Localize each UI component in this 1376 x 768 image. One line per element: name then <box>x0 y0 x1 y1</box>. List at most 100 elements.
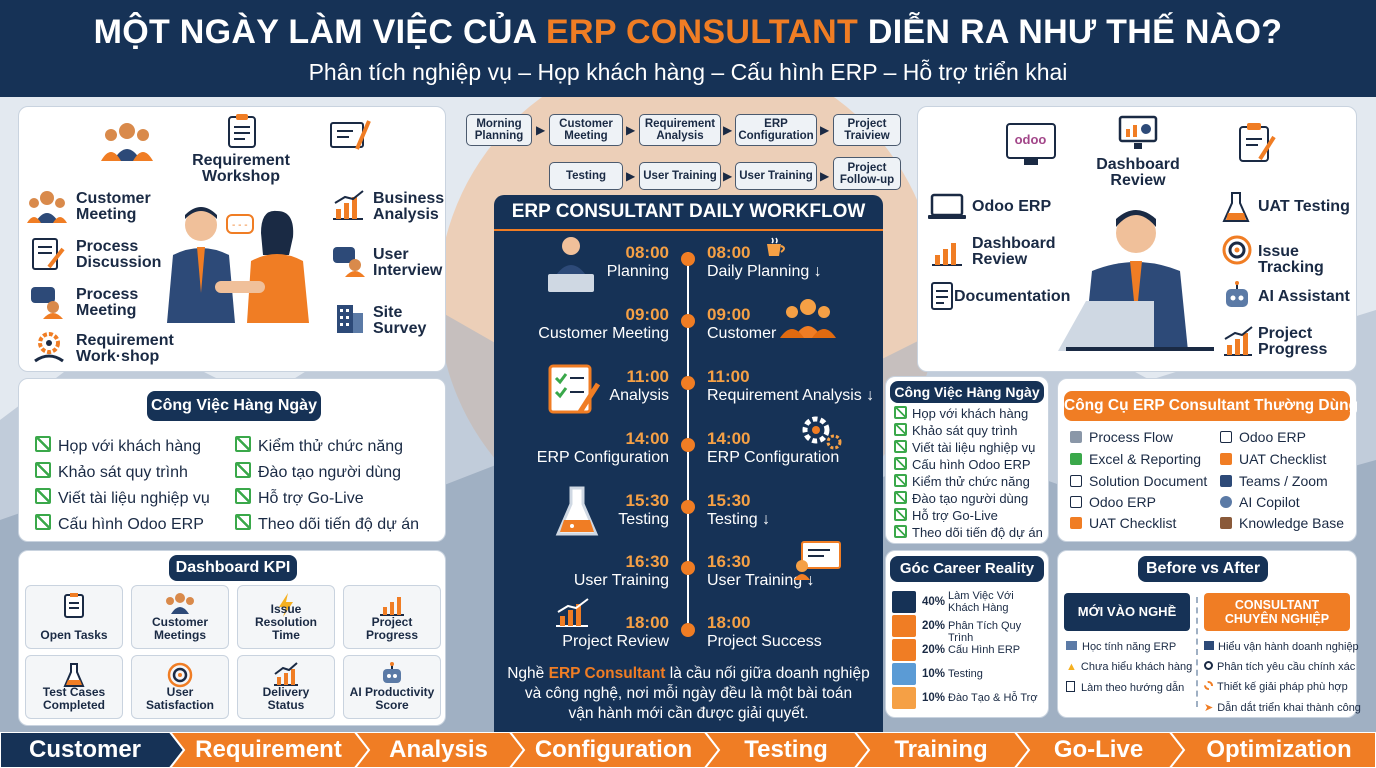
step-requirement[interactable]: Requirement <box>195 736 342 763</box>
meeting-group-icon <box>780 299 836 338</box>
trend-chart-icon <box>274 662 298 686</box>
flow-step: Testing <box>549 162 623 190</box>
kpi-card-test-cases[interactable]: Test Cases Completed <box>25 655 123 719</box>
laptop-icon <box>1070 496 1082 508</box>
kpi-label: Delivery Status <box>262 685 310 712</box>
step-go-live[interactable]: Go-Live <box>1053 736 1144 763</box>
stat-icon <box>892 639 916 661</box>
tool-item: Knowledge Base <box>1220 515 1344 531</box>
consultant-laptop-illustration <box>1058 210 1214 351</box>
dashboard-monitor-icon <box>1118 115 1158 149</box>
label-odoo-erp: Odoo ERP <box>972 198 1052 215</box>
step-arrow <box>353 732 526 768</box>
career-stat-row: 10%Đào Tạo & Hỗ Trợ <box>892 687 1042 709</box>
tool-item: Odoo ERP <box>1070 494 1156 510</box>
tools-panel: Công Cụ ERP Consultant Thường Dùng Proce… <box>1057 378 1358 542</box>
lightning-icon <box>279 593 293 617</box>
svg-text:- - -: - - - <box>232 220 248 231</box>
stat-percent: 20% <box>922 620 946 632</box>
kpi-card-open-tasks[interactable]: Open Tasks <box>25 585 123 649</box>
flow-step: Project Traiview <box>833 114 901 146</box>
stat-label: Làm Việc Với Khách Hàng <box>948 590 1014 614</box>
workflow-footer: Nghề ERP Consultant là cầu nối giữa doan… <box>507 665 870 722</box>
document-edit-icon <box>32 238 65 270</box>
kpi-label: Customer Meetings <box>151 615 208 642</box>
chart-icon <box>1204 641 1214 650</box>
kpi-card-user-satisfaction[interactable]: User Satisfaction <box>131 655 229 719</box>
arrow-right-icon: ▶ <box>626 123 636 137</box>
label-ai-assistant: AI Assistant <box>1258 288 1350 305</box>
kpi-card-ai-productivity[interactable]: AI Productivity Score <box>343 655 441 719</box>
clipboard-icon <box>1066 681 1075 692</box>
step-optimization[interactable]: Optimization <box>1206 736 1352 763</box>
label-user-interview: User Interview <box>373 246 443 279</box>
workflow-title: ERP CONSULTANT DAILY WORKFLOW <box>511 201 866 222</box>
label-project-progress: Project Progress <box>1258 325 1328 358</box>
step-analysis[interactable]: Analysis <box>389 736 488 763</box>
after-item: ➤Dẫn dắt triển khai thành công <box>1204 702 1361 714</box>
kpi-label: Issue Resolution Time <box>255 602 317 642</box>
label-business-analysis: Business Analysis <box>373 190 445 223</box>
excel-icon <box>1070 453 1082 465</box>
task-item: Khảo sát quy trình <box>35 462 188 482</box>
step-training[interactable]: Training <box>894 736 988 763</box>
step-configuration[interactable]: Configuration <box>534 736 693 763</box>
tools-title: Công Cụ ERP Consultant Thường Dùng <box>1064 391 1358 421</box>
step-testing[interactable]: Testing <box>744 736 828 763</box>
label-process-meeting: Process Meeting <box>76 286 139 319</box>
step-arrow <box>703 732 871 768</box>
stat-percent: 10% <box>922 692 946 704</box>
rocket-icon: ➤ <box>1204 702 1214 714</box>
stat-icon <box>892 687 916 709</box>
task-item: Cấu hình Odoo ERP <box>35 514 204 534</box>
kpi-label: Open Tasks <box>40 628 108 642</box>
step-customer[interactable]: Customer <box>28 736 142 763</box>
task-item: Đào tạo người dùng <box>894 491 1028 506</box>
stat-percent: 20% <box>922 644 946 656</box>
flask-icon <box>1220 453 1232 465</box>
tools-illustration-panel: odoo Dashboard Review Odoo ERP Dashboard… <box>917 106 1357 372</box>
tool-item: AI Copilot <box>1220 494 1300 510</box>
kpi-card-customer-meetings[interactable]: Customer Meetings <box>131 585 229 649</box>
robot-icon <box>1226 281 1248 307</box>
bar-chart-icon <box>932 243 962 266</box>
flask-icon <box>555 486 599 536</box>
customer-meeting-icon <box>27 191 67 223</box>
whiteboard-icon <box>330 120 371 150</box>
flask-icon <box>63 663 85 687</box>
stat-icon <box>892 663 916 685</box>
kpi-card-issue-resolution[interactable]: Issue Resolution Time <box>237 585 335 649</box>
timeline-dot <box>681 438 695 452</box>
kpi-card-delivery-status[interactable]: Delivery Status <box>237 655 335 719</box>
task-item: Viết tài liệu nghiệp vụ <box>35 488 210 508</box>
kpi-card-project-progress[interactable]: Project Progress <box>343 585 441 649</box>
checklist-icon <box>548 364 600 414</box>
task-item: Hỗ trợ Go-Live <box>235 488 364 508</box>
before-after-title: Before vs After <box>1138 556 1268 582</box>
kpi-label: Project Progress <box>365 615 419 642</box>
timeline-dot <box>681 314 695 328</box>
magnifier-icon <box>1204 661 1213 670</box>
label-customer-meeting: Customer Meeting <box>76 190 151 223</box>
step-arrow <box>1168 732 1376 768</box>
clipboard-icon <box>228 114 256 148</box>
task-item: Họp với khách hàng <box>894 406 1028 421</box>
task-item: Kiểm thử chức năng <box>894 474 1030 489</box>
tool-item: Odoo ERP <box>1220 429 1306 445</box>
arrow-right-icon: ▶ <box>536 123 546 137</box>
flask-icon <box>1070 517 1082 529</box>
tool-item: Teams / Zoom <box>1220 473 1328 489</box>
daily-tasks-title: Công Việc Hàng Ngày <box>147 391 321 421</box>
step-arrow <box>1013 732 1186 768</box>
task-item: Kiểm thử chức năng <box>235 436 403 456</box>
timeline-dot <box>681 376 695 390</box>
